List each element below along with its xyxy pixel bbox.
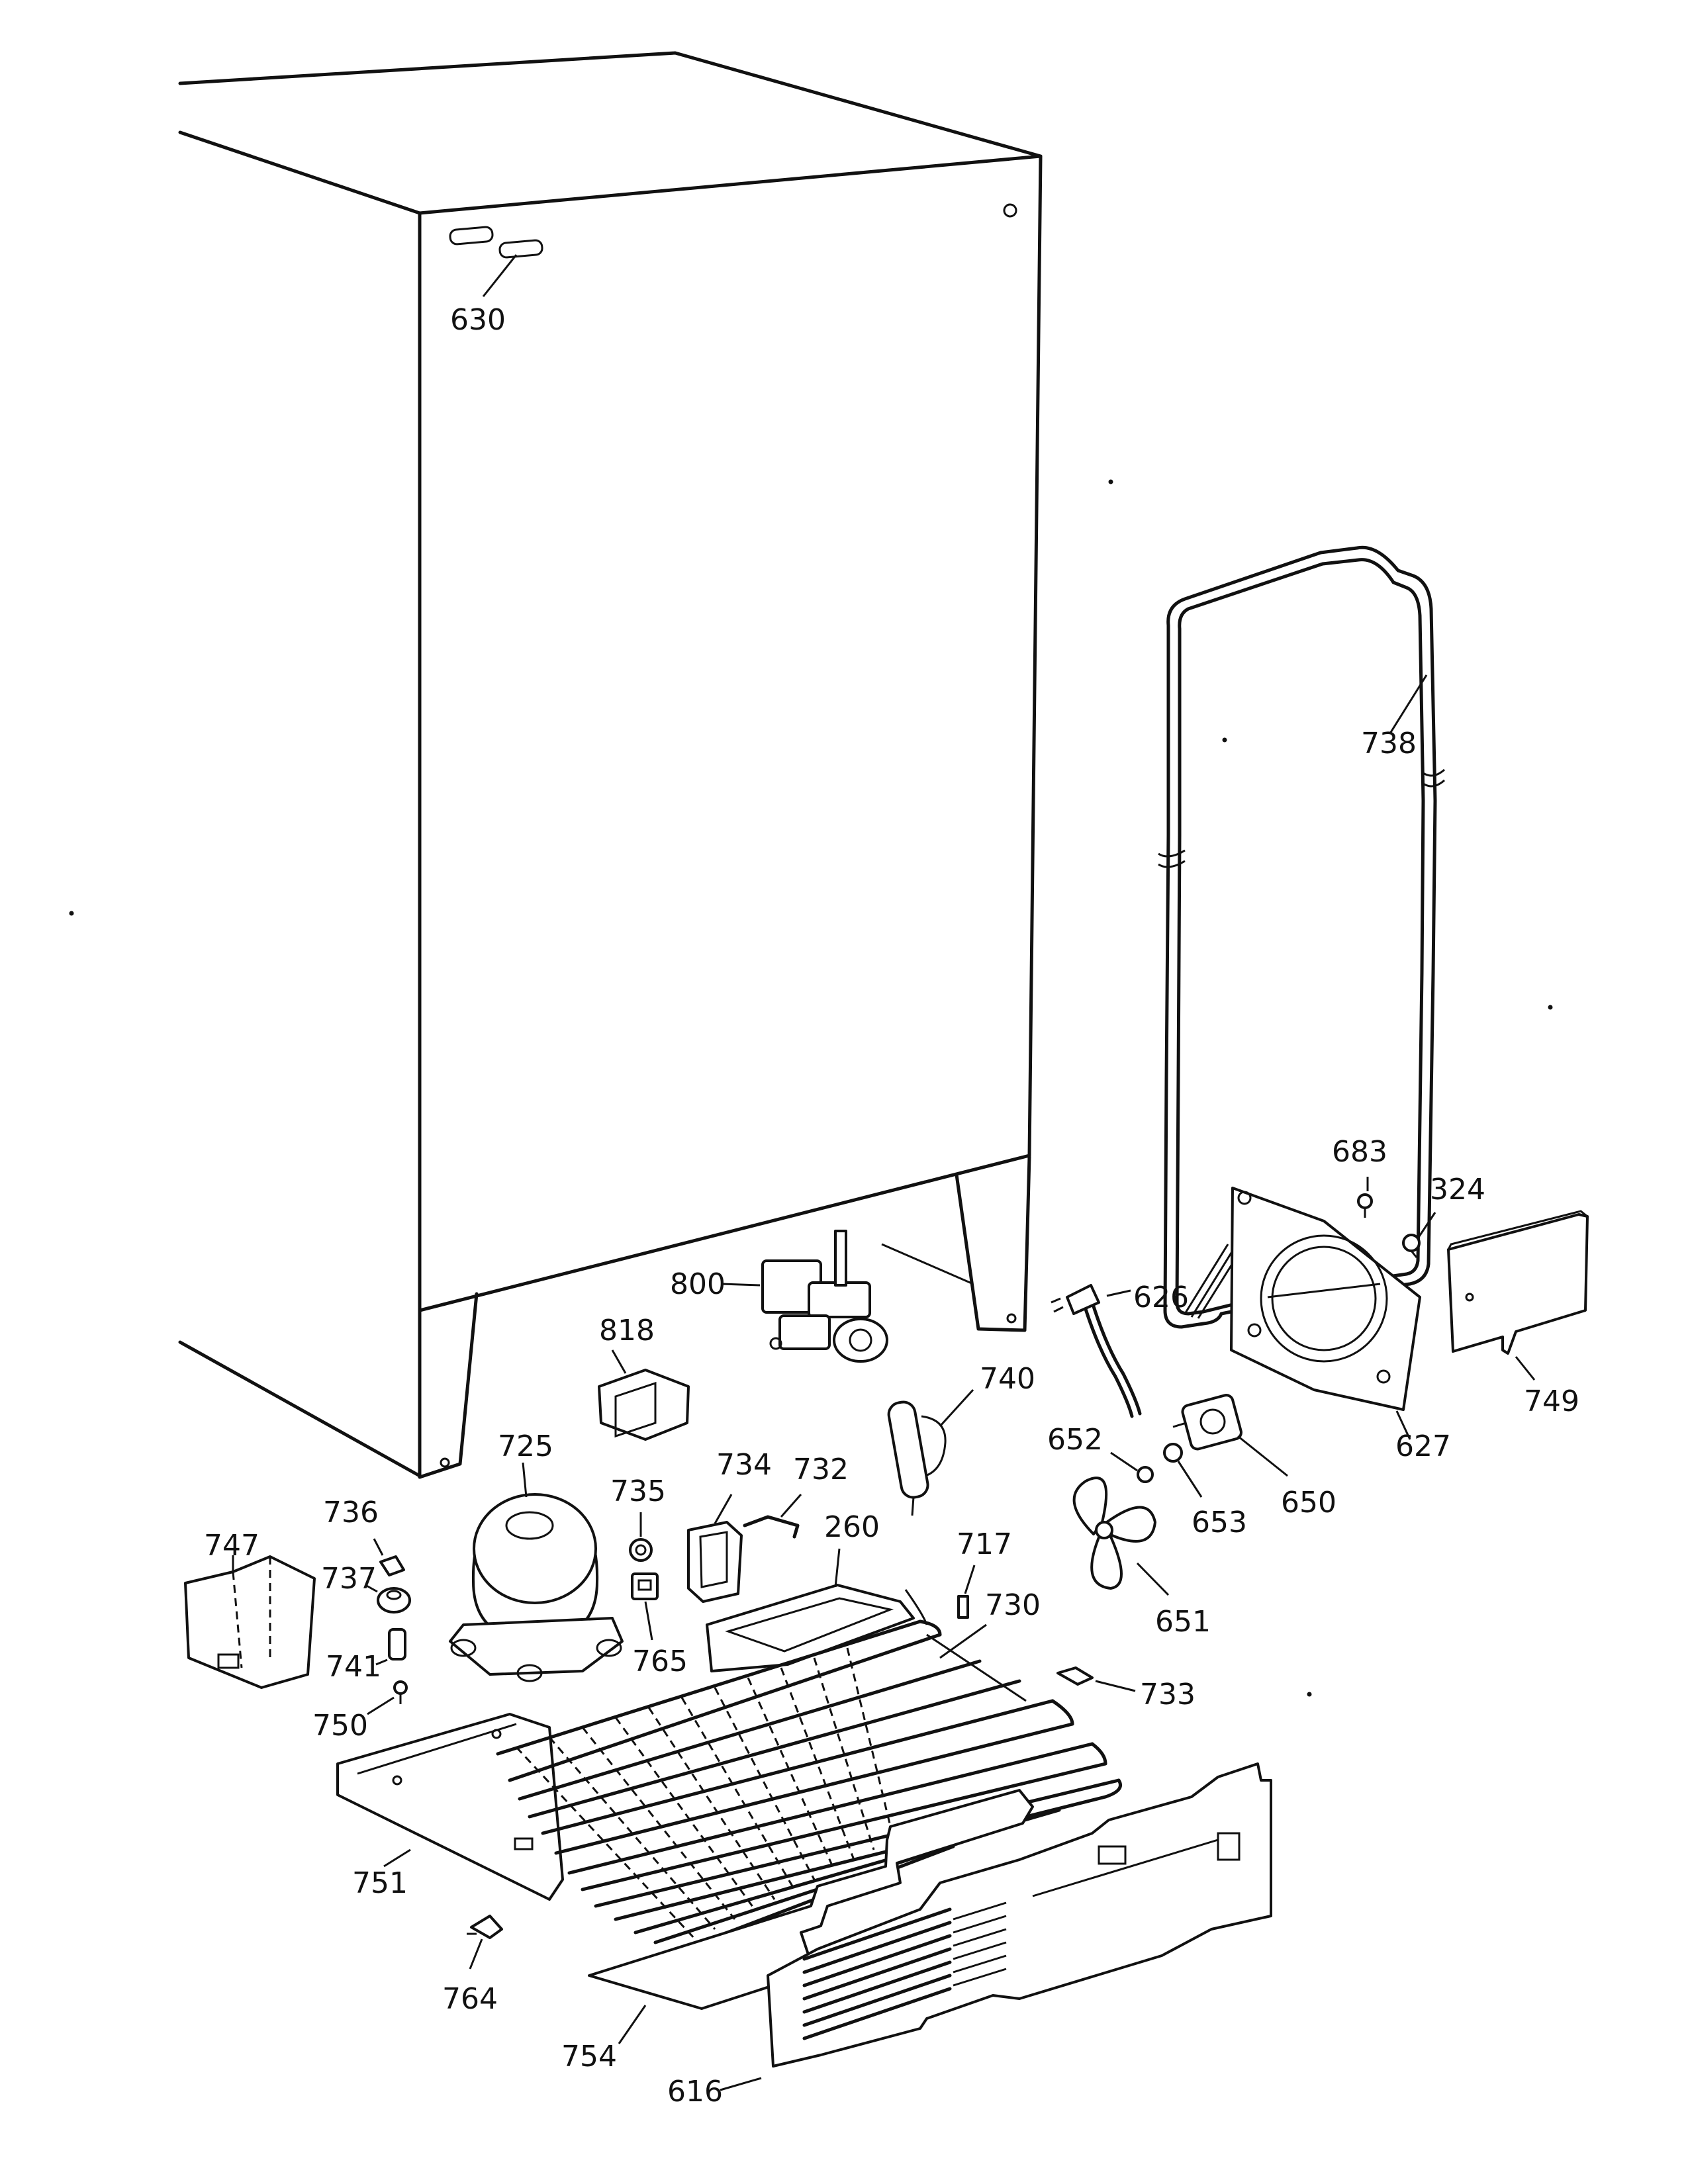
part-733-label: 765 xyxy=(632,1645,688,1678)
clip-764 xyxy=(467,1915,503,1939)
part-683-label: 683 xyxy=(1332,1135,1387,1169)
grommet-653 xyxy=(1163,1443,1183,1463)
grille-panel-616 xyxy=(767,1762,1272,2068)
leader-734 xyxy=(714,1494,733,1524)
power-cord-626 xyxy=(1051,1284,1142,1418)
part-765-label: 733 xyxy=(1140,1678,1196,1711)
leader-652 xyxy=(1110,1451,1138,1472)
leader-749 xyxy=(1515,1356,1536,1381)
insulation-pad-754 xyxy=(588,1789,1034,2010)
part-652-label: 652 xyxy=(1047,1423,1103,1457)
part-651-label: 651 xyxy=(1155,1605,1211,1639)
leader-741 xyxy=(375,1659,388,1666)
leader-736 xyxy=(373,1538,384,1556)
component-740 xyxy=(887,1400,947,1516)
terminal-717 xyxy=(957,1595,969,1619)
screw-324 xyxy=(1402,1234,1421,1258)
part-650-label: 650 xyxy=(1281,1486,1336,1520)
leader-738 xyxy=(1389,674,1428,734)
scan-specks xyxy=(69,479,1553,1697)
leader-765 xyxy=(1095,1680,1136,1692)
leader-800 xyxy=(721,1283,761,1287)
part-818-label: 818 xyxy=(599,1314,655,1347)
water-valve-800 xyxy=(761,1230,888,1363)
part-616-label: 616 xyxy=(667,2075,723,2109)
part-740-label: 740 xyxy=(980,1362,1035,1396)
part-627-label: 627 xyxy=(1395,1430,1451,1463)
nut-652 xyxy=(1137,1466,1154,1483)
leader-616 xyxy=(720,2077,762,2091)
screw-750 xyxy=(393,1680,408,1704)
leader-725 xyxy=(522,1462,528,1498)
fan-motor-650 xyxy=(1172,1394,1243,1451)
part-737-label: 737 xyxy=(321,1562,377,1596)
part-734-label: 734 xyxy=(716,1448,772,1482)
leader-626 xyxy=(1106,1289,1131,1297)
cover-747 xyxy=(184,1555,316,1689)
condenser-coil-730 xyxy=(496,1589,1122,1954)
part-747-label: 747 xyxy=(204,1529,259,1563)
leader-818 xyxy=(611,1349,627,1374)
part-749-label: 749 xyxy=(1524,1385,1579,1418)
clip-733 xyxy=(631,1572,659,1600)
leader-764 xyxy=(469,1938,483,1970)
bracket-818 xyxy=(598,1369,690,1441)
part-725-label: 725 xyxy=(498,1430,553,1463)
clip-765 xyxy=(1056,1666,1094,1686)
part-630-label: 630 xyxy=(450,303,506,337)
leader-324 xyxy=(1418,1212,1436,1237)
relay-734 xyxy=(687,1521,743,1603)
leader-650 xyxy=(1237,1435,1288,1477)
part-800-label: 800 xyxy=(670,1267,726,1301)
leader-733 xyxy=(644,1601,653,1641)
cover-749 xyxy=(1447,1210,1589,1355)
leader-717 xyxy=(964,1565,976,1594)
fan-blade-651 xyxy=(1072,1477,1156,1590)
part-736-label: 736 xyxy=(323,1496,379,1529)
clip-732 xyxy=(743,1515,800,1539)
leader-653 xyxy=(1177,1461,1203,1498)
leader-754 xyxy=(618,2005,647,2044)
grommet-737 xyxy=(377,1587,411,1614)
part-750-label: 750 xyxy=(312,1709,368,1743)
compressor-725 xyxy=(449,1493,624,1682)
leader-730 xyxy=(939,1623,987,1659)
part-738-label: 738 xyxy=(1361,727,1417,760)
part-653-label: 653 xyxy=(1192,1506,1247,1539)
drain-pan-260 xyxy=(706,1584,915,1672)
part-732-label: 732 xyxy=(793,1453,849,1486)
leader-627 xyxy=(1395,1410,1411,1440)
part-626-label: 626 xyxy=(1133,1281,1189,1314)
part-324-label: 324 xyxy=(1430,1173,1485,1206)
grommet-735 xyxy=(629,1538,653,1562)
sleeve-741 xyxy=(388,1628,406,1661)
clip-736 xyxy=(379,1555,405,1576)
leader-630 xyxy=(482,254,518,297)
part-751-label: 751 xyxy=(352,1866,408,1900)
part-754-label: 754 xyxy=(561,2040,617,2073)
leader-732 xyxy=(780,1494,802,1518)
part-260-label: 260 xyxy=(824,1510,880,1544)
wire-frame-738 xyxy=(1158,545,1445,1329)
part-764-label: 764 xyxy=(442,1982,498,2016)
fan-bracket-627 xyxy=(1230,1187,1421,1411)
leader-740 xyxy=(939,1388,974,1428)
leader-737 xyxy=(365,1584,378,1593)
part-730-label: 730 xyxy=(985,1588,1041,1622)
part-717-label: 717 xyxy=(957,1527,1012,1561)
part-741-label: 741 xyxy=(326,1650,381,1684)
base-plate-751 xyxy=(336,1713,564,1901)
leader-260 xyxy=(834,1548,841,1588)
part-735-label: 735 xyxy=(610,1475,666,1508)
leader-750 xyxy=(367,1696,395,1715)
leader-751 xyxy=(383,1848,411,1868)
leader-651 xyxy=(1136,1562,1170,1596)
screw-683 xyxy=(1357,1193,1373,1218)
refrigerator-cabinet xyxy=(178,51,1043,1479)
